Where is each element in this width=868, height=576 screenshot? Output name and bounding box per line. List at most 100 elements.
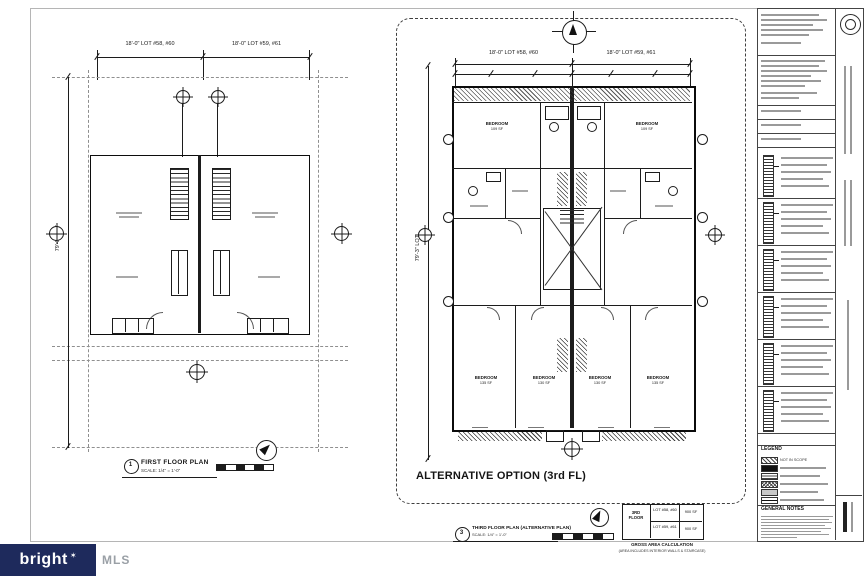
drawing-line bbox=[757, 386, 835, 387]
north-arrow-icon bbox=[590, 508, 609, 527]
plan-ref-bubble bbox=[124, 459, 139, 474]
drawing-line: 109 SF bbox=[640, 126, 654, 131]
drawing-line bbox=[781, 319, 823, 321]
drawing-line bbox=[119, 216, 139, 218]
drawing-line bbox=[452, 102, 692, 103]
door-swing bbox=[531, 307, 544, 320]
drawing-line bbox=[761, 42, 801, 44]
drawing-line bbox=[761, 70, 827, 72]
drawing-line bbox=[252, 212, 278, 214]
drawing-line bbox=[761, 80, 821, 82]
drawing-line bbox=[125, 318, 126, 332]
survey-marker bbox=[334, 226, 349, 241]
bath-fixture bbox=[486, 172, 501, 182]
drawing-line bbox=[757, 339, 835, 340]
drawing-line bbox=[780, 491, 818, 493]
drawing-line bbox=[781, 326, 829, 328]
grid-bubble bbox=[211, 90, 225, 104]
legend-item-label: NOT IN SCOPE bbox=[780, 458, 808, 462]
drawing-line bbox=[781, 164, 827, 166]
drawing-line bbox=[761, 531, 821, 532]
legend-swatch bbox=[761, 489, 778, 496]
drawing-line bbox=[761, 519, 829, 520]
drawing-line bbox=[781, 272, 823, 274]
wall-section-detail bbox=[763, 296, 774, 338]
dimension-line bbox=[455, 64, 691, 65]
bath-fixture bbox=[645, 172, 660, 182]
drawing-line bbox=[761, 516, 833, 517]
drawing-line bbox=[604, 102, 605, 168]
drawing-line bbox=[572, 58, 573, 86]
room-label-bedroom: BEDROOM 109 SF bbox=[612, 121, 682, 131]
plan-title: FIRST FLOOR PLAN bbox=[141, 459, 209, 466]
drawing-line bbox=[835, 8, 836, 540]
drawing-line bbox=[781, 312, 831, 314]
drawing-line bbox=[452, 305, 692, 306]
door-swing bbox=[645, 307, 658, 320]
bath-fixture bbox=[587, 122, 597, 132]
wall-section-detail bbox=[763, 155, 774, 197]
drawing-line bbox=[781, 373, 829, 375]
drawing-line bbox=[761, 522, 832, 523]
drawing-line bbox=[781, 204, 833, 206]
building-outline bbox=[452, 86, 696, 432]
drawing-line bbox=[604, 168, 605, 305]
dim-label-width-left: 18'-0" LOT #58, #60 bbox=[125, 41, 175, 47]
wall-section-detail bbox=[763, 390, 774, 432]
drawing-line bbox=[217, 465, 227, 470]
drawing-line bbox=[640, 168, 641, 218]
drawing-line bbox=[757, 245, 835, 246]
legend-swatch bbox=[761, 457, 778, 464]
entry-stoop bbox=[112, 318, 154, 334]
stair-treads bbox=[560, 210, 584, 226]
wall-section-detail bbox=[763, 202, 774, 244]
architect-seal-icon bbox=[845, 19, 856, 30]
drawing-line bbox=[774, 213, 779, 214]
legend-swatch bbox=[761, 481, 778, 488]
drawing-line bbox=[553, 534, 563, 539]
drawing-line bbox=[217, 103, 218, 157]
north-arrow-icon bbox=[569, 24, 577, 35]
party-wall bbox=[198, 155, 201, 333]
plan-scale: SCALE: 1/4" = 1'-0" bbox=[141, 468, 181, 473]
dimension-line bbox=[455, 74, 691, 75]
drawing-line: 135 SF bbox=[479, 380, 493, 385]
drawing-line bbox=[245, 465, 254, 470]
drawing-line bbox=[781, 305, 827, 307]
lot-line bbox=[88, 70, 89, 452]
property-line bbox=[52, 447, 348, 448]
drawing-line bbox=[512, 190, 528, 192]
drawing-line bbox=[757, 505, 835, 506]
drawing-line bbox=[781, 232, 829, 234]
drawing-line: 109 SF bbox=[490, 126, 504, 131]
drawing-line bbox=[781, 258, 827, 260]
drawing-line bbox=[781, 251, 833, 253]
drawing-line bbox=[122, 477, 217, 478]
drawing-line bbox=[576, 338, 587, 372]
drawing-line bbox=[557, 172, 568, 206]
drawing-line bbox=[470, 205, 488, 207]
drawing-line bbox=[757, 198, 835, 199]
star-icon: ✶ bbox=[69, 551, 77, 560]
bath-fixture bbox=[468, 186, 478, 196]
bath-fixture bbox=[545, 106, 569, 120]
drawing-line bbox=[757, 133, 835, 134]
drawing-line bbox=[602, 432, 686, 441]
grid-bubble bbox=[176, 90, 190, 104]
entry-stoop bbox=[582, 430, 600, 442]
drawing-line bbox=[835, 495, 862, 496]
drawing-line bbox=[781, 279, 829, 281]
grid-bubble bbox=[443, 296, 454, 307]
survey-marker bbox=[564, 441, 580, 457]
drawing-line: BEDROOM bbox=[485, 121, 509, 126]
grid-bubble bbox=[697, 296, 708, 307]
drawing-line bbox=[97, 50, 98, 80]
drawing-line bbox=[781, 392, 833, 394]
drawing-line bbox=[655, 205, 673, 207]
drawing-line bbox=[781, 225, 823, 227]
plan-ref-number: 3 bbox=[459, 530, 464, 536]
drawing-line bbox=[583, 534, 593, 539]
drawing-line bbox=[761, 528, 831, 529]
survey-marker bbox=[189, 364, 205, 380]
